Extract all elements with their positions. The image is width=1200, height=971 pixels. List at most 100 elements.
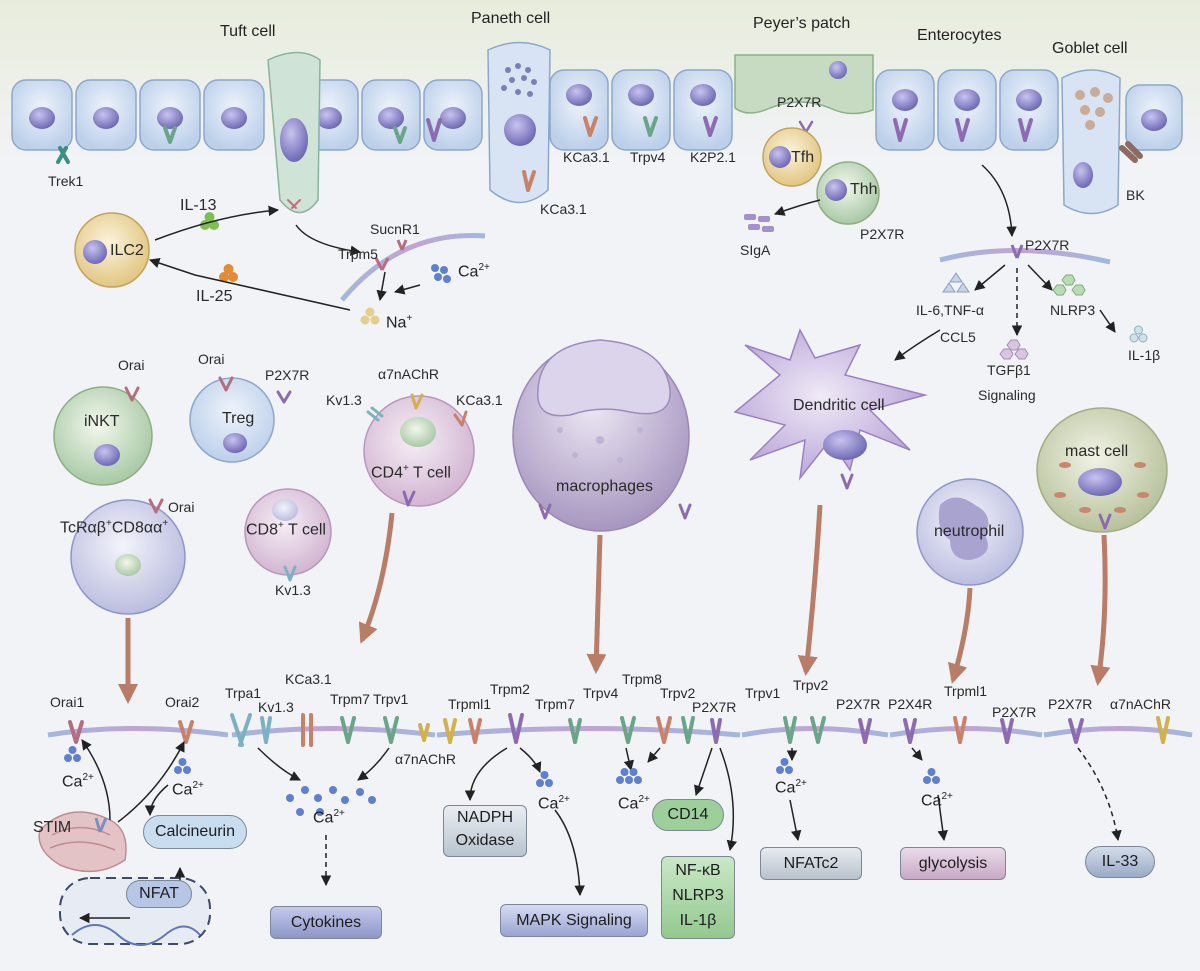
- neutrophil-label: neutrophil: [934, 523, 1005, 540]
- cd8-nucleus: [272, 499, 298, 521]
- tcr-label: TcRαβ+CD8αα+: [60, 518, 169, 537]
- na-ions-tuft: [360, 307, 380, 325]
- channel-icons-top: [56, 116, 1143, 222]
- tfh-nucleus: [769, 146, 791, 168]
- k2p21-label: K2P2.1: [690, 149, 736, 165]
- paneth-cell-label: Paneth cell: [471, 10, 551, 27]
- trpm7-label-a: Trpm7: [330, 691, 370, 707]
- il25-icon: [219, 264, 238, 282]
- trpv4-label: Trpv4: [583, 685, 619, 701]
- enterocyte-arrow: [981, 164, 1017, 238]
- inkt-nucleus: [94, 444, 120, 466]
- trpv1-label-b: Trpv1: [745, 685, 781, 701]
- sucnr1-label: SucnR1: [370, 221, 420, 237]
- macrophages-label: macrophages: [556, 478, 653, 495]
- il13-label: IL-13: [180, 197, 217, 214]
- orai-tcr-label: Orai: [168, 499, 195, 515]
- tgfb1-icon: [999, 339, 1029, 360]
- kca31-cd4-label: KCa3.1: [456, 392, 503, 408]
- bottom-membranes: [47, 726, 1193, 738]
- mast-label: mast cell: [1065, 443, 1129, 460]
- inkt-label: iNKT: [84, 413, 120, 430]
- cytokines-box: Cytokines: [270, 906, 382, 939]
- kv13-label: Kv1.3: [258, 699, 294, 715]
- bottom-arrows: [78, 739, 948, 924]
- trpm5-label: Trpm5: [338, 246, 378, 262]
- il25-arrow: [149, 258, 351, 311]
- ca-label-6: Ca2+: [775, 778, 807, 797]
- kv13-cd4-label: Kv1.3: [326, 392, 362, 408]
- kca31-label-b: KCa3.1: [540, 201, 587, 217]
- il1b-icon: [1129, 325, 1148, 343]
- ca-label-3: Ca2+: [313, 808, 345, 827]
- cd14-box: CD14: [652, 799, 724, 831]
- mast-nucleus: [1078, 468, 1122, 496]
- peyers-patch-label: Peyer’s patch: [753, 15, 851, 32]
- bk-label: BK: [1126, 187, 1145, 203]
- p2x7r-peyer-label: P2X7R: [777, 94, 822, 110]
- ca-label-7: Ca2+: [921, 791, 953, 810]
- mapk-box: MAPK Signaling: [500, 904, 648, 937]
- cd4-label: CD4+ T cell: [371, 463, 451, 482]
- p2x7r-label-d: P2X7R: [1048, 696, 1093, 712]
- ca-label-1: Ca2+: [62, 772, 94, 791]
- kv13-cd8-label: Kv1.3: [275, 582, 311, 598]
- ccl5-label: CCL5: [940, 329, 976, 345]
- p2x7r-label-b: P2X7R: [836, 696, 881, 712]
- siga-icon: [744, 214, 774, 232]
- dna-strand: [71, 924, 201, 946]
- ca-label-4: Ca2+: [538, 794, 570, 813]
- ca-label-5: Ca2+: [618, 794, 650, 813]
- tfh-label: Tfh: [791, 149, 815, 166]
- trpv4-label: Trpv4: [630, 149, 666, 165]
- ca-arrow: [393, 284, 421, 295]
- tcr-nucleus: [115, 554, 141, 576]
- macrophage-nucleus: [537, 339, 671, 417]
- trpm8-label: Trpm8: [622, 671, 662, 687]
- p2x4r-label: P2X4R: [888, 696, 933, 712]
- trpm2-label: Trpm2: [490, 681, 530, 697]
- tgfb1-label: TGFβ1: [987, 362, 1031, 378]
- p2x7r-treg-label: P2X7R: [265, 367, 310, 383]
- il6-tnf-label: IL-6,TNF-α: [916, 302, 984, 318]
- goblet-cell-label: Goblet cell: [1052, 40, 1128, 57]
- to-dendritic-arrow: [894, 329, 941, 361]
- il33-box: IL-33: [1085, 846, 1155, 878]
- ca-ion-clusters: [64, 746, 940, 816]
- ca-label-2: Ca2+: [172, 780, 204, 799]
- trpml1-label-b: Trpml1: [944, 683, 988, 699]
- dendritic-label: Dendritic cell: [793, 397, 885, 414]
- cd8-label: CD8+ T cell: [246, 520, 326, 539]
- trpv2-label-b: Trpv2: [793, 677, 829, 693]
- orai1-label: Orai1: [50, 694, 85, 710]
- il1b-label: IL-1β: [1128, 347, 1161, 363]
- thh-to-siga-arrow: [774, 199, 821, 216]
- treg-label: Treg: [222, 410, 255, 427]
- orai2-label: Orai2: [165, 694, 200, 710]
- orai-inkt-label: Orai: [118, 357, 145, 373]
- a7-label-b: α7nAChR: [1110, 696, 1172, 712]
- to-il33-arrow: [1077, 747, 1122, 842]
- to-nlrp3-arrow: [1027, 264, 1053, 291]
- macrophage-granules: [557, 427, 658, 463]
- tuft-cell-label: Tuft cell: [220, 23, 276, 40]
- trpm7-label-b: Trpm7: [535, 696, 575, 712]
- trpv1-label-a: Trpv1: [373, 691, 409, 707]
- siga-label: SIgA: [740, 242, 771, 258]
- dendritic-cell: [733, 328, 928, 481]
- orai-treg-label: Orai: [198, 351, 225, 367]
- thh-cell: [816, 161, 880, 225]
- trpml1-label-a: Trpml1: [448, 696, 492, 712]
- na-arrow: [376, 271, 387, 302]
- il25-label: IL-25: [196, 288, 233, 305]
- mast-granules: [1054, 462, 1149, 513]
- a7-cd4-label: α7nAChR: [378, 366, 440, 382]
- ilc2-nucleus: [83, 240, 107, 264]
- signaling-label: Signaling: [978, 387, 1036, 403]
- nfat-box: NFAT: [126, 880, 192, 908]
- p2x7r-thh-label: P2X7R: [860, 226, 905, 242]
- kca31-label-a: KCa3.1: [563, 149, 610, 165]
- il13-arrow: [154, 205, 280, 241]
